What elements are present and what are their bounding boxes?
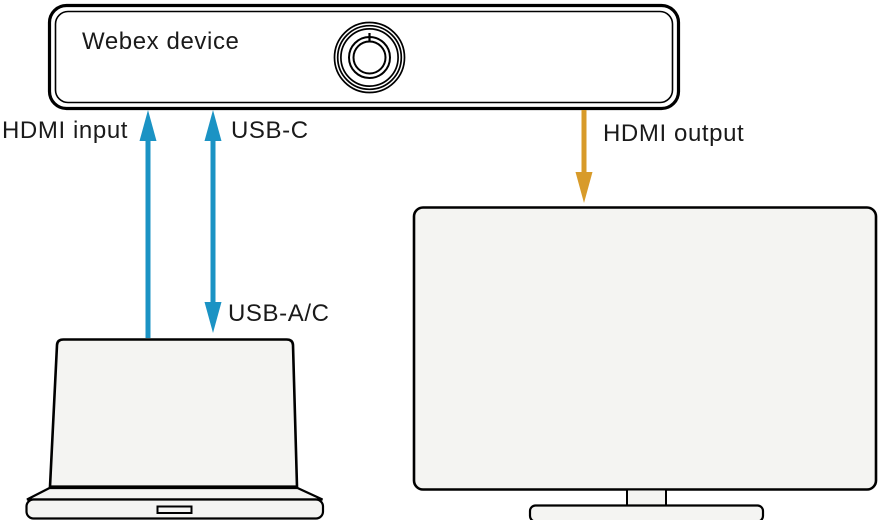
monitor-screen — [412, 206, 878, 491]
hdmi-input-label: HDMI input — [2, 117, 128, 144]
laptop-latch-notch — [156, 505, 193, 514]
usb-connection: USB-C USB-A/C — [204, 110, 330, 333]
monitor — [412, 206, 878, 520]
arrow-up-icon — [139, 110, 157, 141]
hdmi-output-label: HDMI output — [603, 120, 744, 147]
laptop-screen — [48, 338, 299, 488]
laptop-keyboard-deck — [26, 486, 323, 501]
webex-device-label: Webex device — [82, 28, 240, 55]
arrow-up-icon — [204, 110, 222, 141]
hdmi-input-connection: HDMI input — [2, 110, 157, 338]
webex-device-outer-outline — [47, 3, 681, 111]
usb-ac-label: USB-A/C — [228, 300, 330, 327]
monitor-stand-neck — [626, 488, 667, 508]
arrow-down-icon — [204, 302, 222, 333]
laptop-front-edge — [25, 498, 325, 520]
hdmi-output-connection: HDMI output — [575, 110, 744, 203]
usb-c-label: USB-C — [231, 117, 309, 144]
laptop — [25, 338, 325, 520]
camera-lens-icon — [333, 21, 406, 94]
webex-device-inner-outline — [54, 10, 674, 104]
webex-device: Webex device — [47, 3, 681, 111]
arrow-down-icon — [575, 172, 593, 203]
monitor-stand-base — [528, 504, 765, 520]
